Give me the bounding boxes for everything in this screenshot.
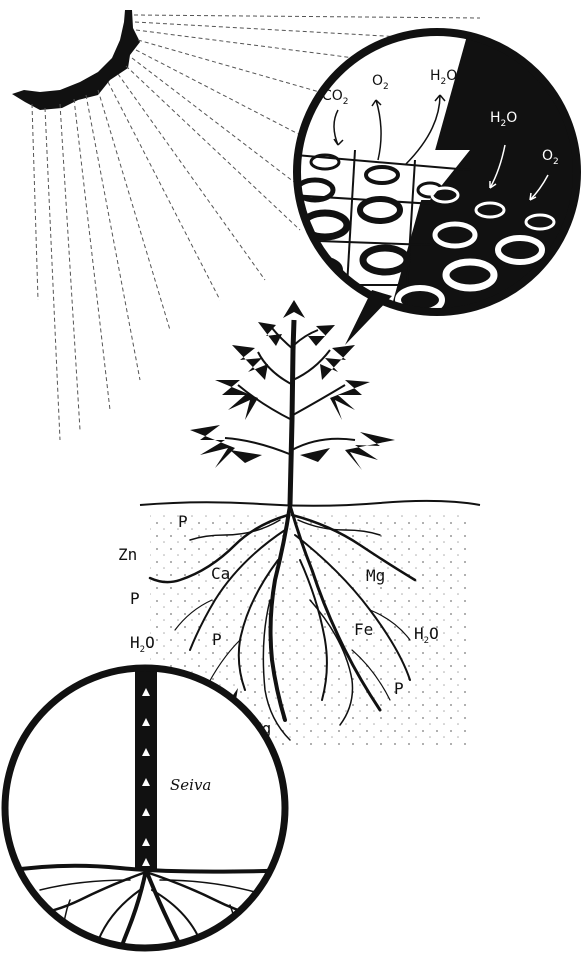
ground-line bbox=[140, 501, 480, 506]
element-label: Mg bbox=[366, 566, 385, 585]
plant bbox=[190, 300, 395, 505]
element-label: Zn bbox=[118, 545, 137, 564]
sap-label: Seiva bbox=[170, 776, 211, 794]
element-label: P bbox=[212, 630, 222, 649]
element-label: H2O bbox=[130, 633, 155, 655]
element-label: P bbox=[394, 679, 404, 698]
element-label: Ca bbox=[211, 564, 230, 583]
element-label: P bbox=[178, 512, 188, 531]
element-label: P bbox=[130, 589, 140, 608]
sun bbox=[12, 10, 140, 110]
leaf-cell-inset: CO2 O2 H2O H2O O2 bbox=[290, 25, 583, 345]
element-label: Fe bbox=[354, 620, 373, 639]
